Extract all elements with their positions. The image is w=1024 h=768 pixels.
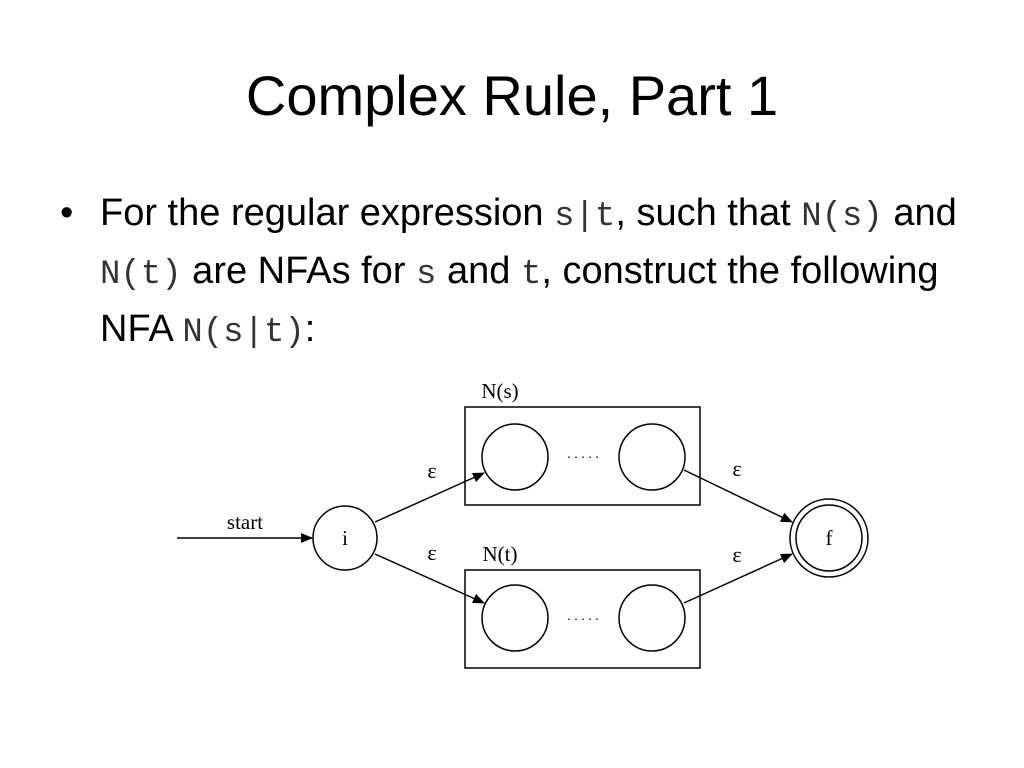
nfa-s-label: N(s) <box>481 379 518 403</box>
nfa-s-start-state <box>481 423 549 491</box>
edge-s-to-f <box>683 469 793 523</box>
slide-title: Complex Rule, Part 1 <box>245 64 779 127</box>
bullet-list: • For the regular expression s|t, such th… <box>56 186 976 360</box>
edge-i-to-s <box>374 472 485 523</box>
bullet-item: • For the regular expression s|t, such th… <box>56 186 976 360</box>
epsilon-lower-in: ε <box>427 540 436 565</box>
code-n-s-or-t: N(s|t) <box>182 314 305 352</box>
edge-t-to-f <box>683 553 793 604</box>
state-i-label: i <box>342 526 348 550</box>
nfa-t-start-state <box>481 584 549 652</box>
epsilon-upper-in: ε <box>427 458 436 483</box>
code-s: s <box>416 256 437 294</box>
nfa-s-accept-state <box>618 423 686 491</box>
state-f-label: f <box>826 526 833 550</box>
epsilon-lower-out: ε <box>732 542 741 567</box>
nfa-t-label: N(t) <box>483 542 518 566</box>
nfa-box-t <box>464 569 701 669</box>
nfa-t-accept-state <box>618 584 686 652</box>
code-n-t: N(t) <box>100 256 182 294</box>
bullet-marker: • <box>60 192 74 234</box>
bullet-text-1: For the regular expression <box>100 192 555 234</box>
bullet-text-2: , such that <box>615 192 802 234</box>
bullet-text-5: and <box>436 250 521 292</box>
edge-i-to-t <box>374 553 485 604</box>
nfa-t-dots: . . . . . <box>567 609 599 624</box>
state-f-outer <box>789 498 869 578</box>
code-n-s: N(s) <box>801 198 883 236</box>
epsilon-upper-out: ε <box>732 456 741 481</box>
state-i <box>312 505 378 571</box>
start-label: start <box>227 510 263 534</box>
bullet-text-4: are NFAs for <box>181 250 417 292</box>
nfa-s-dots: . . . . . <box>567 447 599 462</box>
bullet-text-7: : <box>304 308 316 350</box>
bullet-text-3: and <box>882 192 957 234</box>
code-t: t <box>520 256 542 294</box>
bullet-text-6: , construct the following NFA <box>100 250 939 350</box>
nfa-box-s <box>464 406 701 506</box>
code-s-or-t: s|t <box>554 198 616 236</box>
state-f-inner <box>795 504 863 572</box>
